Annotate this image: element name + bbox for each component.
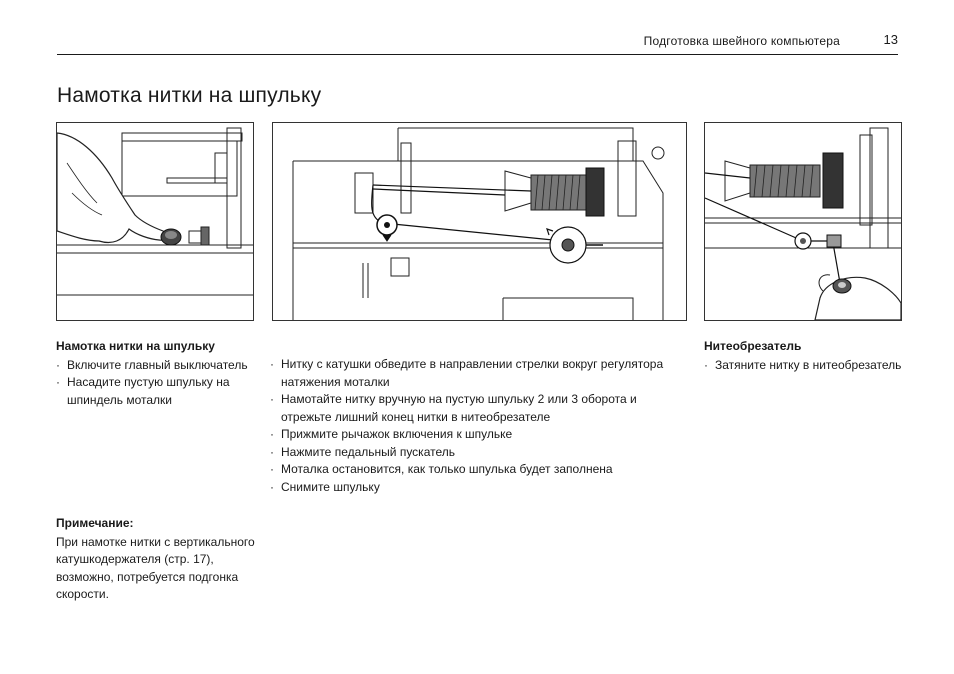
- illustration-thread-path: [272, 122, 687, 321]
- hand-icon: [814, 276, 901, 320]
- list-item: ·Включите главный выключатель: [56, 357, 248, 372]
- list-item: ·Моталка остановится, как только шпулька…: [270, 462, 613, 476]
- illustration-bobbin-placement: [56, 122, 254, 321]
- right-heading: Нитеобрезатель: [704, 339, 802, 353]
- list-item: ·Прижмите рычажок включения к шпульке: [270, 427, 513, 441]
- list-item: ·Затяните нитку в нитеобрезатель: [704, 357, 902, 372]
- center-instructions: ·Нитку с катушки обведите в направлении …: [270, 356, 690, 496]
- note-block: Примечание: При намотке нитки с вертикал…: [56, 515, 261, 604]
- bobbin-placement-drawing: [57, 127, 253, 296]
- list-item: ·Намотайте нитку вручную на пустую шпуль…: [270, 392, 637, 424]
- thread-spool-icon: [504, 167, 605, 217]
- center-bullet-list: ·Нитку с катушки обведите в направлении …: [270, 356, 690, 496]
- thread-cutter-icon: [826, 234, 842, 248]
- header-rule: [57, 54, 898, 55]
- direction-arrow-icon: [546, 228, 554, 236]
- list-item: ·Снимите шпульку: [270, 479, 380, 494]
- list-item: ·Насадите пустую шпульку на шпиндель мот…: [56, 375, 230, 407]
- chapter-title: Подготовка швейного компьютера: [643, 34, 840, 48]
- left-heading: Намотка нитки на шпульку: [56, 339, 215, 353]
- left-bullet-list: ·Включите главный выключатель ·Насадите …: [56, 357, 261, 410]
- thread-spool-icon: [724, 152, 844, 209]
- thread-path-drawing: [292, 127, 665, 320]
- list-item: ·Нажмите педальный пускатель: [270, 444, 455, 459]
- right-bullet-list: ·Затяните нитку в нитеобрезатель: [704, 357, 904, 375]
- illustration-thread-cutter: [704, 122, 902, 321]
- left-instructions: Намотка нитки на шпульку ·Включите главн…: [56, 338, 261, 409]
- note-text: При намотке нитки с вертикального катушк…: [56, 534, 255, 602]
- section-title: Намотка нитки на шпульку: [57, 84, 322, 108]
- note-heading: Примечание:: [56, 516, 134, 530]
- list-item: ·Нитку с катушки обведите в направлении …: [270, 357, 664, 389]
- right-instructions: Нитеобрезатель ·Затяните нитку в нитеобр…: [704, 338, 904, 374]
- thread-cutter-drawing: [705, 127, 901, 320]
- page-number: 13: [883, 32, 898, 47]
